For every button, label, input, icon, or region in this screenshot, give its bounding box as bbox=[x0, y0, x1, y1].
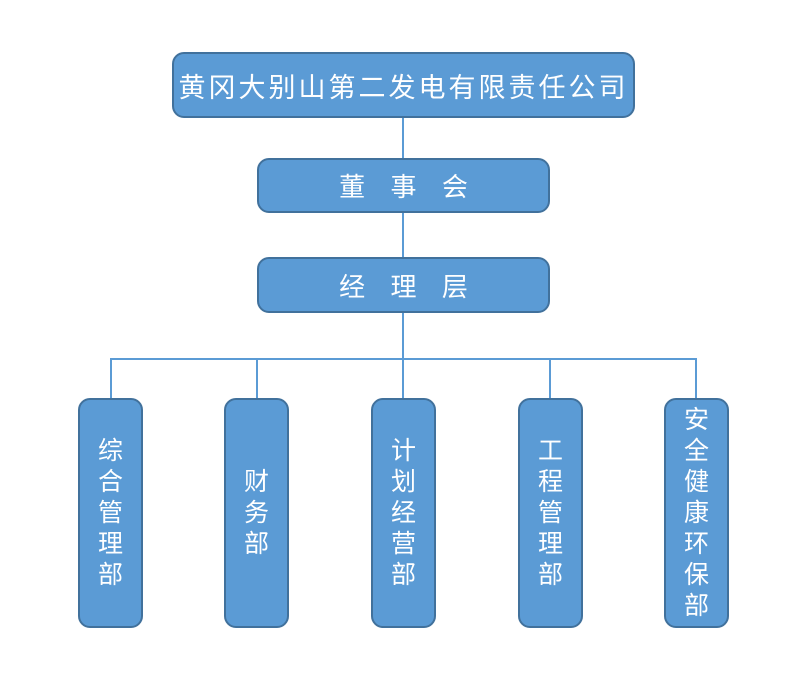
org-box-board: 董 事 会 bbox=[257, 158, 550, 213]
board-label: 董 事 会 bbox=[339, 172, 478, 202]
org-box-company-root: 黄冈大别山第二发电有限责任公司 bbox=[172, 52, 635, 118]
connector-branch-safety-health-environment bbox=[695, 358, 697, 400]
dept-box-planning-operations: 计划经营部 bbox=[371, 398, 436, 628]
dept-label-finance: 财务部 bbox=[243, 467, 269, 558]
connector-board-to-management bbox=[402, 213, 404, 257]
dept-box-general-management: 综合管理部 bbox=[78, 398, 143, 628]
dept-label-planning-operations: 计划经营部 bbox=[390, 436, 416, 589]
connector-branch-general-management bbox=[110, 358, 112, 400]
dept-label-engineering-management: 工程管理部 bbox=[537, 436, 563, 589]
org-box-management: 经 理 层 bbox=[257, 257, 550, 313]
connector-branch-finance bbox=[256, 358, 258, 400]
connector-management-to-rail bbox=[402, 313, 404, 360]
dept-box-finance: 财务部 bbox=[224, 398, 289, 628]
company-name-label: 黄冈大别山第二发电有限责任公司 bbox=[178, 72, 629, 103]
dept-box-safety-health-environment: 安全健康环保部 bbox=[664, 398, 729, 628]
connector-root-to-board bbox=[402, 118, 404, 158]
connector-branch-engineering-management bbox=[549, 358, 551, 400]
connector-branch-planning-operations bbox=[402, 358, 404, 400]
management-label: 经 理 层 bbox=[339, 271, 478, 302]
dept-box-engineering-management: 工程管理部 bbox=[518, 398, 583, 628]
dept-label-general-management: 综合管理部 bbox=[97, 436, 123, 589]
dept-label-safety-health-environment: 安全健康环保部 bbox=[683, 405, 709, 620]
